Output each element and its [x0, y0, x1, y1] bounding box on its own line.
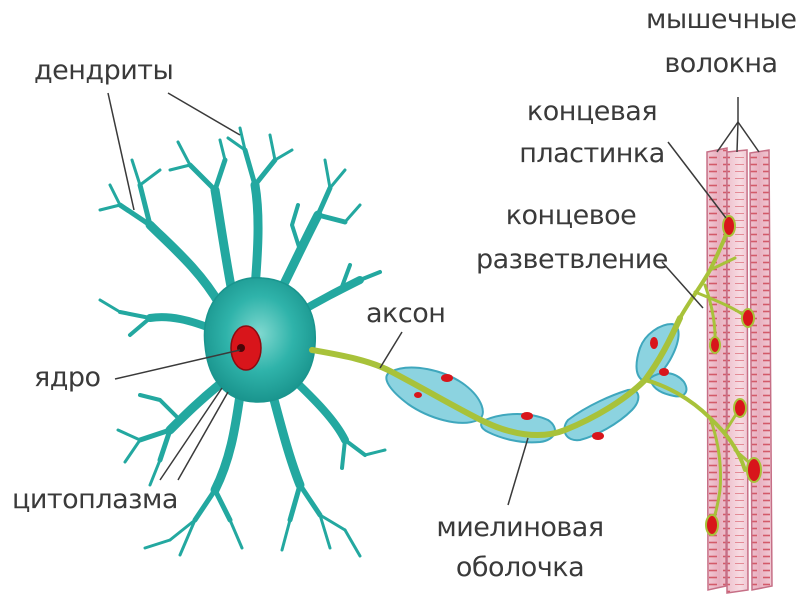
pointer-dendrites-1: [107, 92, 135, 211]
muscle-fiber-3: [749, 149, 773, 591]
label-cytoplasm: цитоплазма: [12, 484, 178, 515]
schwann-cell-nuclei: [414, 337, 669, 440]
pointer-endplate: [667, 141, 727, 219]
dendrites: [98, 126, 387, 558]
pointer-nucleus: [114, 349, 241, 380]
pointer-muscle-4: [737, 121, 760, 153]
pointer-cytoplasm-1: [159, 387, 223, 481]
pointer-cytoplasm-2: [177, 391, 229, 481]
pointer-dendrites-2: [167, 92, 241, 136]
label-endplate-line1: концевая: [526, 96, 658, 127]
pointer-branching: [661, 261, 704, 309]
end-plates: [705, 215, 762, 536]
label-nucleus: ядро: [34, 362, 101, 393]
pointer-axon: [379, 331, 403, 369]
label-endplate-line2: пластинка: [519, 138, 665, 169]
label-branching-line1: концевое: [505, 200, 637, 231]
nucleus: [230, 325, 262, 371]
pointer-myelin: [507, 437, 529, 506]
label-muscle-line1: мышечные: [646, 4, 797, 35]
label-myelin-sheath: миелиновая оболочка: [430, 512, 610, 584]
label-myelin-line1: миелиновая: [436, 512, 604, 543]
label-dendrites: дендриты: [34, 55, 174, 86]
label-branching-line2: разветвление: [476, 244, 668, 275]
label-muscle-line2: волокна: [664, 48, 778, 79]
pointer-muscle-2: [716, 121, 739, 153]
label-end-plate: концевая пластинка: [512, 96, 672, 170]
label-muscle-fibers: мышечные волокна: [646, 4, 797, 80]
label-axon: аксон: [366, 298, 446, 329]
label-myelin-line2: оболочка: [455, 552, 585, 583]
pointer-muscle-3: [736, 121, 739, 153]
pointer-lines: [107, 92, 760, 506]
label-terminal-branching: концевое разветвление: [476, 200, 668, 276]
